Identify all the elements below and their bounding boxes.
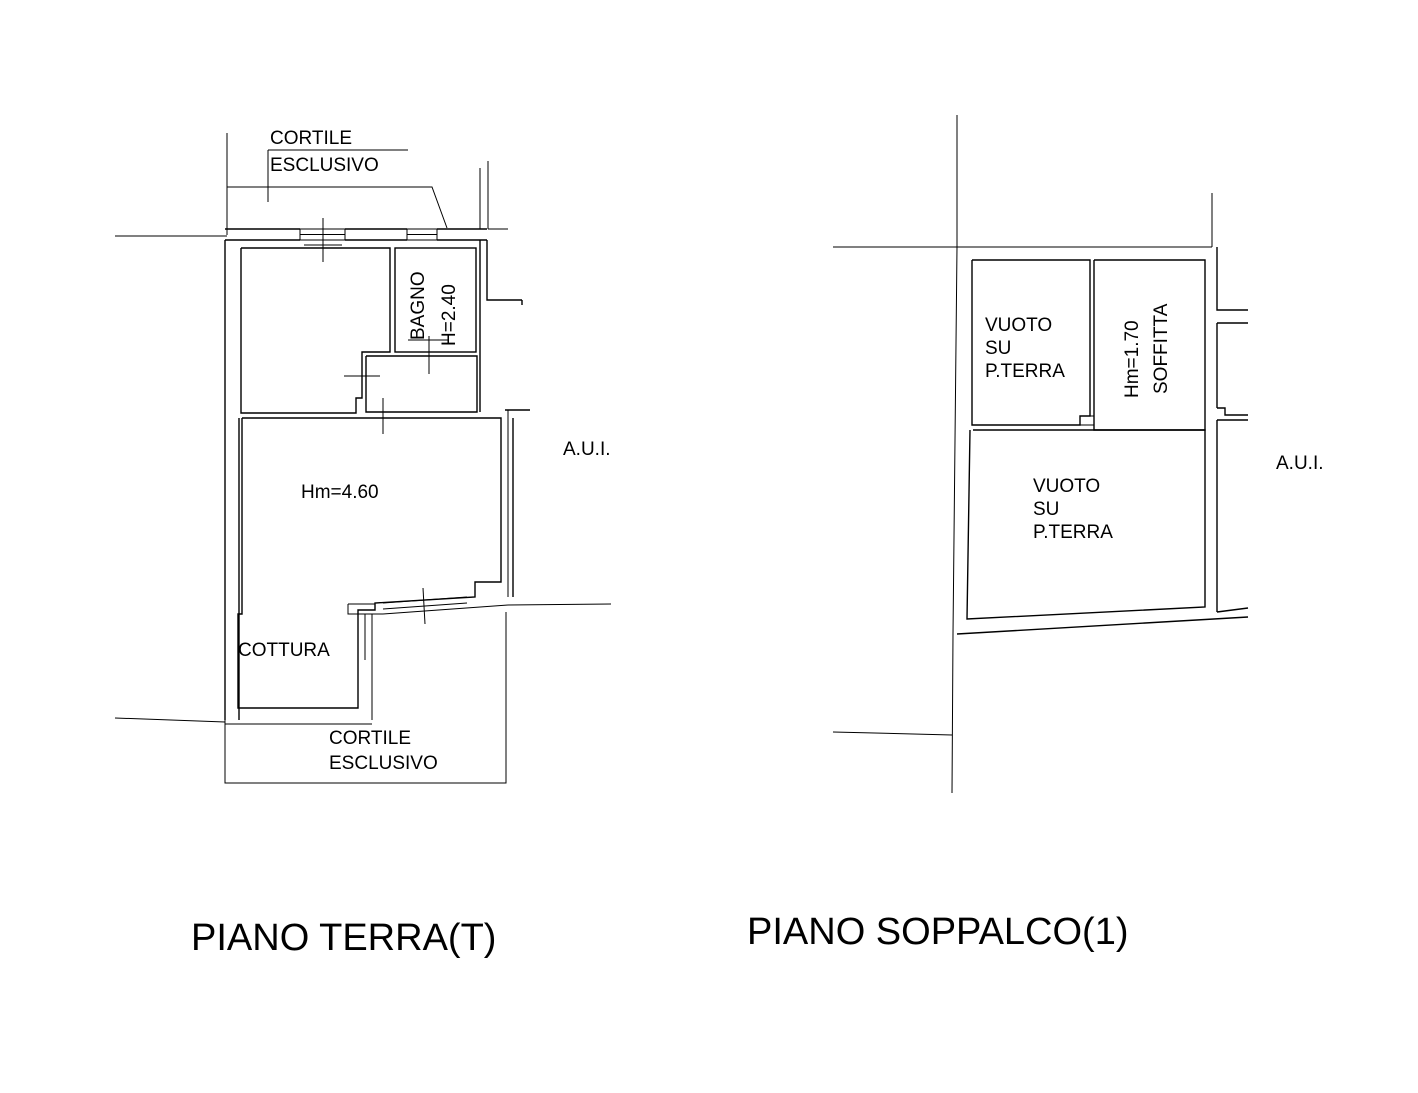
bathroom-label: BAGNO — [408, 271, 429, 340]
void-upper-line1: VUOTO — [985, 315, 1052, 336]
void-upper-line3: P.TERRA — [985, 361, 1065, 382]
ground-floor-outer-walls — [224, 161, 530, 720]
attic-room — [1093, 259, 1206, 431]
courtyard-bottom-boundary — [114, 603, 612, 784]
upper-left-room — [240, 247, 391, 414]
courtyard-bottom-label-line2: ESCLUSIVO — [329, 753, 438, 774]
ground-floor-title: PIANO TERRA(T) — [191, 917, 496, 959]
bottom-window — [347, 596, 509, 615]
bathroom-height-label: H=2.40 — [439, 284, 460, 346]
courtyard-top-label-line2: ESCLUSIVO — [270, 155, 379, 176]
ground-floor-plan: CORTILE ESCLUSIVO BAGNO H=2.40 Hm=4.60 C… — [114, 128, 612, 959]
void-upper-line2: SU — [985, 338, 1011, 359]
door-markers — [304, 218, 448, 625]
kitchen-jamb — [364, 614, 373, 720]
courtyard-top-boundary — [115, 133, 448, 237]
void-lower-line2: SU — [1033, 499, 1059, 520]
kitchen-label: COTTURA — [238, 640, 330, 661]
attic-height-label: Hm=1.70 — [1122, 320, 1143, 398]
void-lower-room — [966, 415, 1206, 620]
void-lower-line1: VUOTO — [1033, 476, 1100, 497]
mezzanine-floor-plan: VUOTO SU P.TERRA Hm=1.70 SOFFITTA VUOTO … — [747, 115, 1324, 953]
mezzanine-neighbor-label: A.U.I. — [1276, 453, 1324, 474]
courtyard-top-label-line1: CORTILE — [270, 128, 352, 149]
courtyard-bottom-label-line1: CORTILE — [329, 728, 411, 749]
void-lower-line3: P.TERRA — [1033, 522, 1113, 543]
main-room-height-label: Hm=4.60 — [301, 482, 379, 503]
corridor-room — [365, 355, 478, 413]
mezzanine-floor-title: PIANO SOPPALCO(1) — [747, 911, 1129, 953]
attic-label: SOFFITTA — [1151, 303, 1172, 394]
ground-neighbor-label: A.U.I. — [563, 439, 611, 460]
bathroom-room — [394, 247, 477, 353]
mezzanine-outer-walls — [956, 247, 1249, 635]
mezzanine-boundaries — [832, 115, 1213, 794]
main-room — [237, 417, 502, 709]
